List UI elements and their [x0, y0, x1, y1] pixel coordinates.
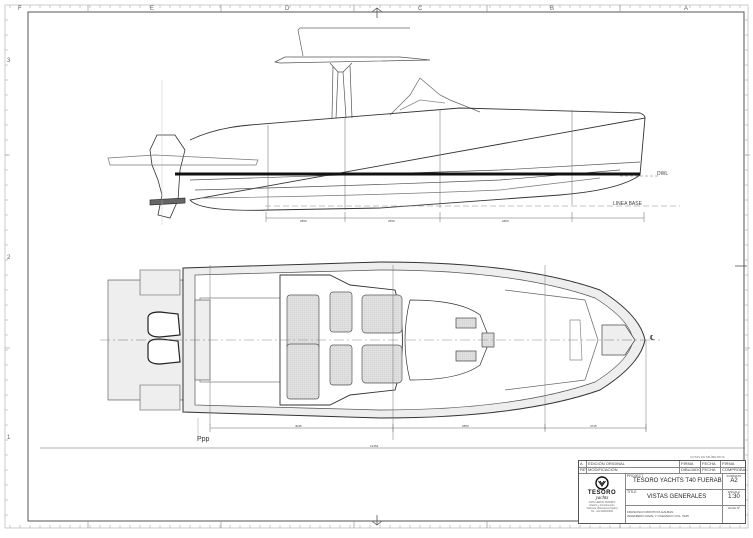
profile-dim-2: 2650	[388, 219, 395, 223]
title-block: A EDICIÓN ORIGINAL FIRMA FECHA FIRMA REV…	[578, 460, 746, 524]
zone-label-c: C	[418, 6, 423, 12]
author-name: FRANCISCO MONTOYA GALBAN	[627, 510, 674, 514]
dwl-label: DWL	[657, 171, 669, 177]
revision-date: FECHA	[701, 461, 721, 467]
revision-row: A EDICIÓN ORIGINAL FIRMA FECHA FIRMA	[579, 461, 745, 468]
overall-length-dim: 12454	[370, 444, 379, 448]
plan-dim-2: 2850	[462, 424, 469, 428]
company-address-3: Vilanova, Barcelona (Spain)	[586, 507, 618, 510]
format-value: A2	[730, 478, 738, 484]
company-address-2: Diseño y Construcción	[589, 504, 615, 507]
company-block: TESORO yachts ASTILLEROS TESORO Diseño y…	[579, 474, 626, 523]
format-cell: FORMATO A2	[723, 474, 745, 490]
sheet-number-label: HOJA Nº	[728, 506, 740, 510]
company-address-4: Tel. +34 000000000	[590, 510, 614, 513]
units-note: COTAS EN MILÍMETROS	[690, 455, 725, 459]
centerline-symbol: ℄	[650, 335, 655, 342]
revision-header-row: REV MODIFICACIÓN DIBUJADO FECHA COMPROBA…	[579, 467, 745, 474]
project-name: TESORO YACHTS T40 FUERABORDA	[633, 478, 722, 484]
modification-header: MODIFICACIÓN	[587, 467, 680, 473]
profile-dim-1: 2850	[300, 219, 307, 223]
scale-label: ESCALA	[728, 490, 740, 494]
format-label: FORMATO	[726, 474, 742, 478]
zone-label-d: D	[285, 6, 290, 12]
title-cell: TITLE VISTAS GENERALES	[626, 490, 723, 506]
author-credentials: INGENIERO NAVAL Y OCEÁNICO COL. 3165	[627, 514, 689, 518]
plan-view	[40, 261, 745, 449]
zone-label-3: 3	[7, 58, 11, 64]
profile-view	[107, 27, 680, 225]
project-label: PROJECT	[627, 474, 644, 478]
plan-dim-1: 4045	[295, 424, 302, 428]
zone-label-1: 1	[7, 435, 11, 441]
drawn-header: DIBUJADO	[681, 467, 701, 473]
baseline-label: LINEA BASE	[613, 201, 642, 207]
zone-label-e: E	[150, 6, 155, 12]
zone-label-f: F	[18, 6, 22, 12]
plan-dim-3: 3745	[590, 424, 597, 428]
company-logo-text: TESORO	[587, 490, 617, 496]
project-cell: PROJECT TESORO YACHTS T40 FUERABORDA	[626, 474, 723, 490]
title-label: TITLE	[627, 490, 637, 494]
company-logo-icon	[595, 476, 609, 490]
revision-description: EDICIÓN ORIGINAL	[587, 461, 680, 467]
ppp-label: Ppp	[197, 436, 210, 443]
sheet-number-cell: HOJA Nº	[723, 506, 745, 523]
rev-header: REV	[580, 467, 587, 473]
revision-code: A	[579, 461, 587, 467]
zone-label-a: A	[684, 6, 689, 12]
drawing-title: VISTAS GENERALES	[647, 494, 707, 500]
profile-dim-3: 2800	[502, 219, 509, 223]
company-address-1: ASTILLEROS TESORO	[588, 501, 616, 504]
company-logo-script: yachts	[595, 496, 609, 501]
author-cell: FRANCISCO MONTOYA GALBAN INGENIERO NAVAL…	[626, 506, 723, 523]
revision-signature: FIRMA	[680, 461, 701, 467]
zone-label-b: B	[550, 6, 555, 12]
checked-header: COMPROBADO	[722, 467, 745, 472]
scale-value: 1:30	[728, 494, 740, 500]
date-header: FECHA	[701, 467, 721, 473]
revision-approval: FIRMA	[722, 461, 735, 466]
zone-label-2: 2	[7, 255, 11, 261]
scale-cell: ESCALA 1:30	[723, 490, 745, 506]
